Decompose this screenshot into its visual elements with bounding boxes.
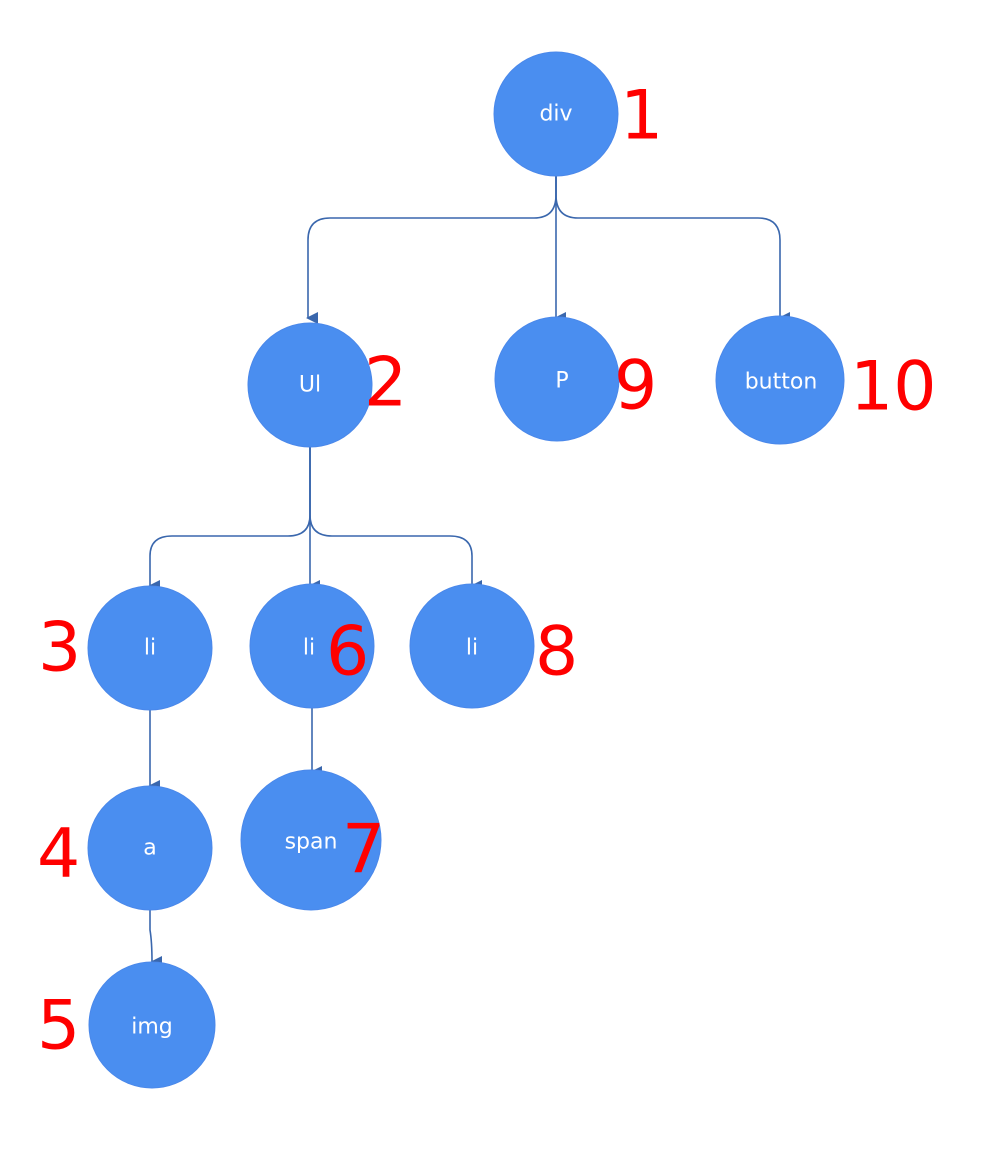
edge-a-to-img xyxy=(149,910,163,968)
node-tag-label: li xyxy=(303,636,315,661)
node-circle xyxy=(247,322,373,448)
node-order-number: 5 xyxy=(37,987,80,1066)
node-circle xyxy=(493,51,619,177)
tree-node-span: span 7 xyxy=(240,769,385,911)
edge-div-to-button xyxy=(555,176,790,324)
edge-ul-to-li-8 xyxy=(309,446,482,592)
node-tag-label: Ul xyxy=(299,373,321,398)
tree-node-ul: Ul 2 xyxy=(247,322,407,448)
node-tag-label: span xyxy=(285,830,338,855)
node-circle xyxy=(88,961,216,1089)
node-order-number: 2 xyxy=(364,344,407,423)
node-tag-label: a xyxy=(143,836,156,861)
node-tag-label: img xyxy=(131,1015,173,1040)
tree-node-p: P 9 xyxy=(494,316,657,442)
node-order-number: 9 xyxy=(614,347,657,426)
tree-node-div: div 1 xyxy=(493,51,663,177)
node-tag-label: li xyxy=(144,636,156,661)
tree-node-li-8: li 8 xyxy=(409,583,578,709)
node-circle xyxy=(494,316,620,442)
node-order-number: 3 xyxy=(38,609,81,688)
node-order-number: 4 xyxy=(37,815,80,894)
node-order-number: 8 xyxy=(535,613,578,692)
node-order-number: 1 xyxy=(620,77,663,156)
tree-node-button: button 10 xyxy=(715,315,937,445)
node-tag-label: button xyxy=(745,370,818,395)
tree-node-a: a 4 xyxy=(37,785,213,911)
node-tag-label: div xyxy=(539,102,572,127)
node-order-number: 7 xyxy=(342,811,385,890)
node-circle xyxy=(409,583,535,709)
tree-node-img: img 5 xyxy=(37,961,216,1089)
edge-div-to-ul xyxy=(306,176,557,324)
node-order-number: 6 xyxy=(326,613,369,692)
node-circle xyxy=(249,583,375,709)
node-order-number: 10 xyxy=(850,348,937,427)
node-circle xyxy=(87,585,213,711)
tree-node-li-3: li 3 xyxy=(38,585,213,711)
edge-ul-to-li-3 xyxy=(148,446,311,592)
node-tag-label: li xyxy=(466,636,478,661)
node-circle xyxy=(87,785,213,911)
node-circle xyxy=(715,315,845,445)
edges xyxy=(148,176,790,968)
tree-node-li-6: li 6 xyxy=(249,583,375,709)
node-circle xyxy=(240,769,382,911)
node-tag-label: P xyxy=(555,369,568,394)
